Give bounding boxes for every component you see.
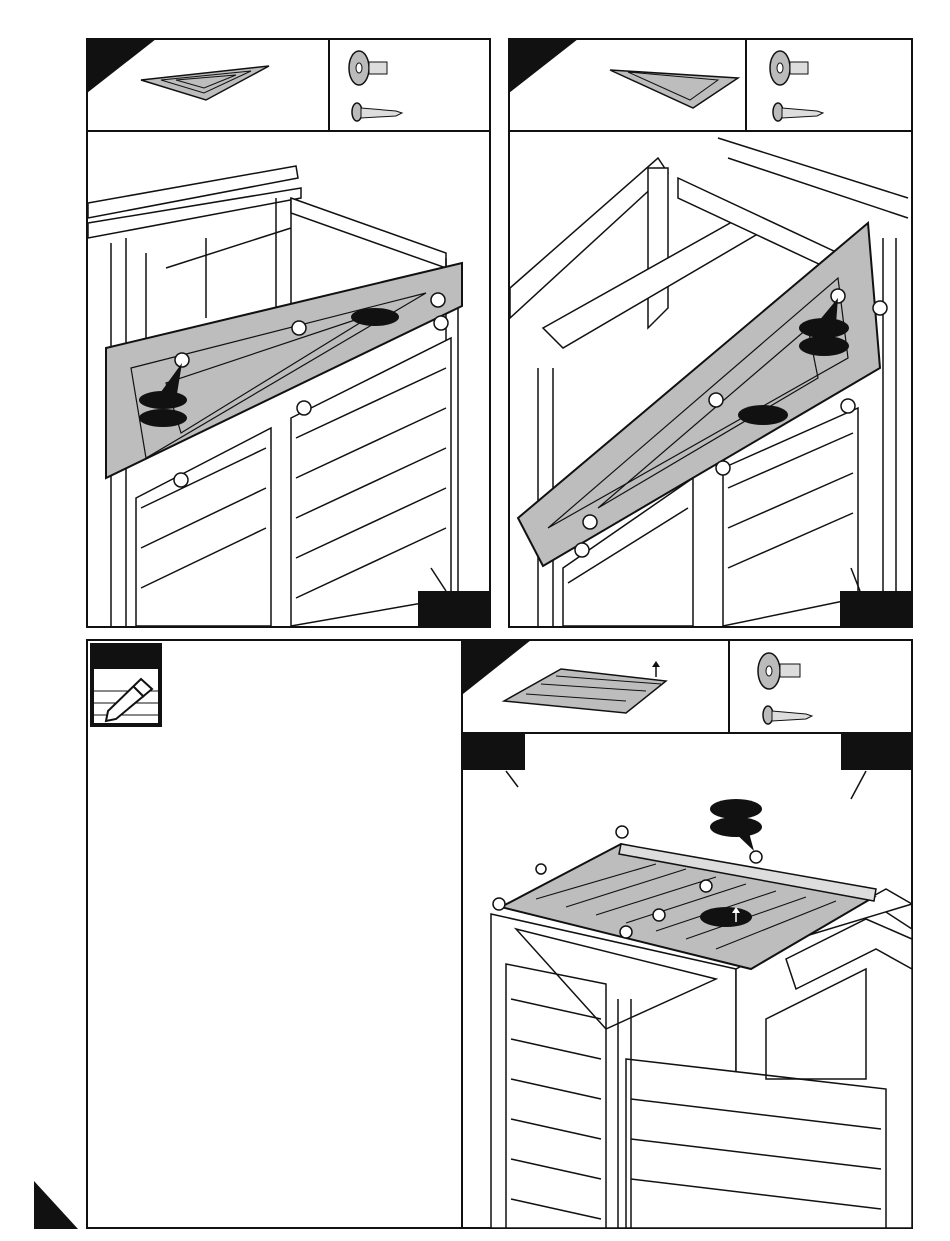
step-a-panel [86,38,491,628]
step-a-illustration [86,38,491,628]
step-b-panel [508,38,913,628]
step-b-reference-badge [840,591,912,627]
page-corner-marker [34,1181,78,1229]
step-c-reference-badge-left [463,734,525,770]
step-b-illustration [508,38,913,628]
step-c-reference-badge-right [841,734,912,770]
pencil-note-icon [90,643,162,727]
step-a-reference-badge [418,591,490,627]
step-c-illustration [86,639,913,1229]
step-c-frame [86,639,913,1229]
